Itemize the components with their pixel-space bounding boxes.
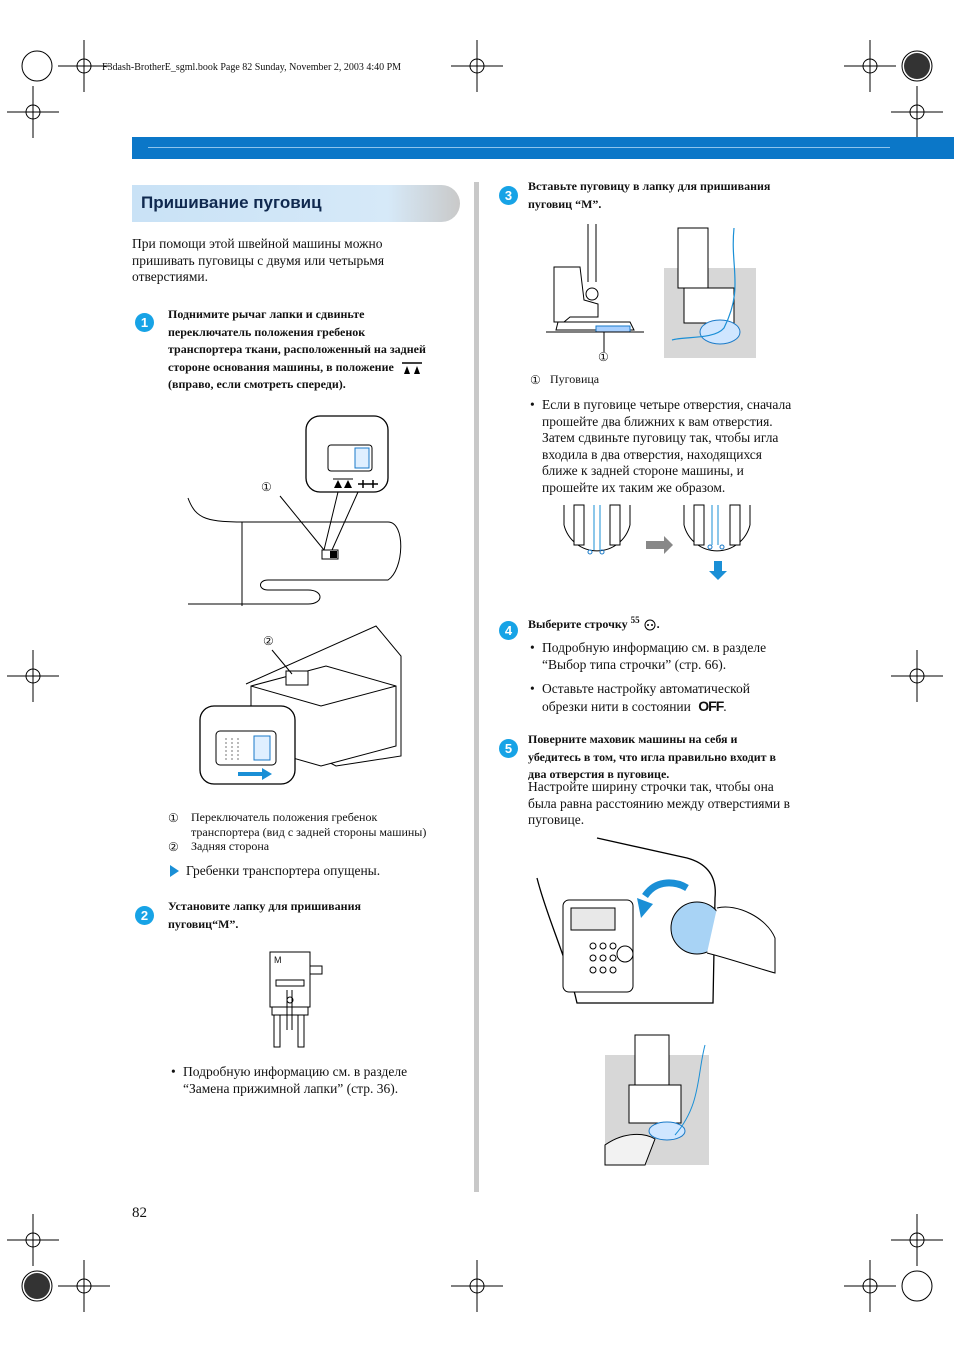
step-4-note-1: Подробную информацию см. в разделе “Выбо… xyxy=(530,640,842,673)
foot-side-illustration xyxy=(546,224,644,352)
step-4-note-2: Оставьте настройку автоматической обрезк… xyxy=(530,681,842,715)
callout-button: ① xyxy=(598,350,609,364)
step-4-note-line: обрезки нити в состоянии xyxy=(542,698,691,714)
intro-line: При помощи этой швейной машины можно xyxy=(132,236,383,251)
legend-mark-1: ① xyxy=(168,811,179,825)
step-5-number: 5 xyxy=(499,739,518,758)
legend-1-line: транспортера (вид с задней стороны машин… xyxy=(191,825,427,839)
step-2-number: 2 xyxy=(135,906,154,925)
step-5-text-line: Настройте ширину строчки так, чтобы она xyxy=(528,779,774,794)
step-5-instruction: Поверните маховик машины на себя и убеди… xyxy=(528,731,828,784)
legend-2: Задняя сторона xyxy=(191,839,270,853)
button-stitch-icon xyxy=(644,619,656,631)
foot-letter: M xyxy=(274,955,282,965)
step-2-note-line: “Замена прижимной лапки” (стр. 36). xyxy=(183,1080,399,1096)
step-1-instruction: Поднимите рычаг лапки и сдвиньте переклю… xyxy=(168,306,468,394)
step-3-note-line: входила в два отверстия, находящихся xyxy=(542,446,763,462)
step-3-note-line: Затем сдвиньте пуговицу так, чтобы игла xyxy=(542,430,779,445)
off-label: OFF xyxy=(698,697,724,714)
step-4-number: 4 xyxy=(499,621,518,640)
step-4-note-line: “Выбор типа строчки” (стр. 66). xyxy=(542,656,727,672)
foot-photo-illustration xyxy=(664,227,756,358)
print-info: F3dash-BrotherE_sgml.book Page 82 Sunday… xyxy=(102,62,402,73)
step-4-note-line: Подробную информацию см. в разделе xyxy=(542,640,767,655)
step-1-number: 1 xyxy=(135,313,154,332)
needle-check-illustration xyxy=(604,1034,709,1166)
step-3-note-line: ближе к задней стороне машины, и xyxy=(542,463,744,478)
step-4-note-line: Оставьте настройку автоматической xyxy=(542,681,750,696)
page-number: 82 xyxy=(132,1205,147,1221)
step-3-note-line: Если в пуговице четыре отверстия, сначал… xyxy=(542,397,792,412)
step-3-line: пуговиц “M”. xyxy=(528,196,602,211)
result-arrow-icon xyxy=(170,865,179,877)
section-header: Пришивание пуговиц xyxy=(132,185,460,222)
step-2-instruction: Установите лапку для пришивания пуговиц“… xyxy=(168,898,458,933)
column-divider xyxy=(474,182,479,1192)
button-foot-illustration xyxy=(269,951,323,1048)
intro-text: При помощи этой швейной машины можно при… xyxy=(132,236,462,286)
machine-base-illustration xyxy=(187,415,402,606)
step-1-line: транспортера ткани, расположенный на зад… xyxy=(168,342,426,356)
step-5-line: Поверните маховик машины на себя и xyxy=(528,732,738,746)
step-5-text-line: была равна расстоянию между отверстиями … xyxy=(528,795,791,811)
header-bar xyxy=(132,137,954,159)
legend-1: Переключатель положения гребенок транспо… xyxy=(191,810,471,840)
intro-line: пришивать пуговицы с двумя или четырьмя xyxy=(132,252,385,268)
step-5-line: убедитесь в том, что игла правильно вход… xyxy=(528,749,777,764)
step-1-line: стороне основания машины, в положение xyxy=(168,359,394,374)
machine-rear-illustration xyxy=(199,625,402,785)
callout-2: ② xyxy=(263,634,274,648)
legend-mark-button: ① xyxy=(530,373,541,387)
step-4-instruction: Выберите строчку 55 . xyxy=(528,615,660,631)
step-2-line: Установите лапку для пришивания xyxy=(168,899,361,913)
handwheel-illustration xyxy=(536,837,776,1004)
result-text: Гребенки транспортера опущены. xyxy=(186,863,381,878)
step-3-instruction: Вставьте пуговицу в лапку для пришивания… xyxy=(528,178,828,213)
stitch-code: 55 xyxy=(630,615,640,625)
step-1-line: переключатель положения гребенок xyxy=(168,324,366,339)
step-5-text: Настройте ширину строчки так, чтобы она … xyxy=(528,779,828,829)
four-hole-illustration xyxy=(563,504,751,580)
step-5-line: два отверстия в пуговице. xyxy=(528,767,670,781)
intro-line: отверстиями. xyxy=(132,269,208,284)
section-title: Пришивание пуговиц xyxy=(141,193,322,212)
step-2-note-line: Подробную информацию см. в разделе xyxy=(183,1064,408,1079)
step-1-line: (вправо, если смотреть спереди). xyxy=(168,377,346,391)
legend-mark-2: ② xyxy=(168,840,179,854)
step-2-note: Подробную информацию см. в разделе “Заме… xyxy=(171,1064,463,1097)
callout-1: ① xyxy=(261,480,272,494)
step-3-note: Если в пуговице четыре отверстия, сначал… xyxy=(530,397,842,496)
step-4-label: Выберите строчку xyxy=(528,617,628,631)
step-3-number: 3 xyxy=(499,186,518,205)
legend-button: Пуговица xyxy=(550,372,600,386)
step-2-line: пуговиц“M”. xyxy=(168,916,239,931)
step-3-note-line: прошейте их таким же образом. xyxy=(542,479,726,495)
step-3-note-line: прошейте два ближних к вам отверстия. xyxy=(542,413,773,429)
legend-1-line: Переключатель положения гребенок xyxy=(191,810,378,824)
step-5-text-line: пуговице. xyxy=(528,812,585,827)
step-3-line: Вставьте пуговицу в лапку для пришивания xyxy=(528,179,771,193)
feed-dog-lowered-icon xyxy=(401,362,422,374)
step-1-line: Поднимите рычаг лапки и сдвиньте xyxy=(168,307,365,321)
